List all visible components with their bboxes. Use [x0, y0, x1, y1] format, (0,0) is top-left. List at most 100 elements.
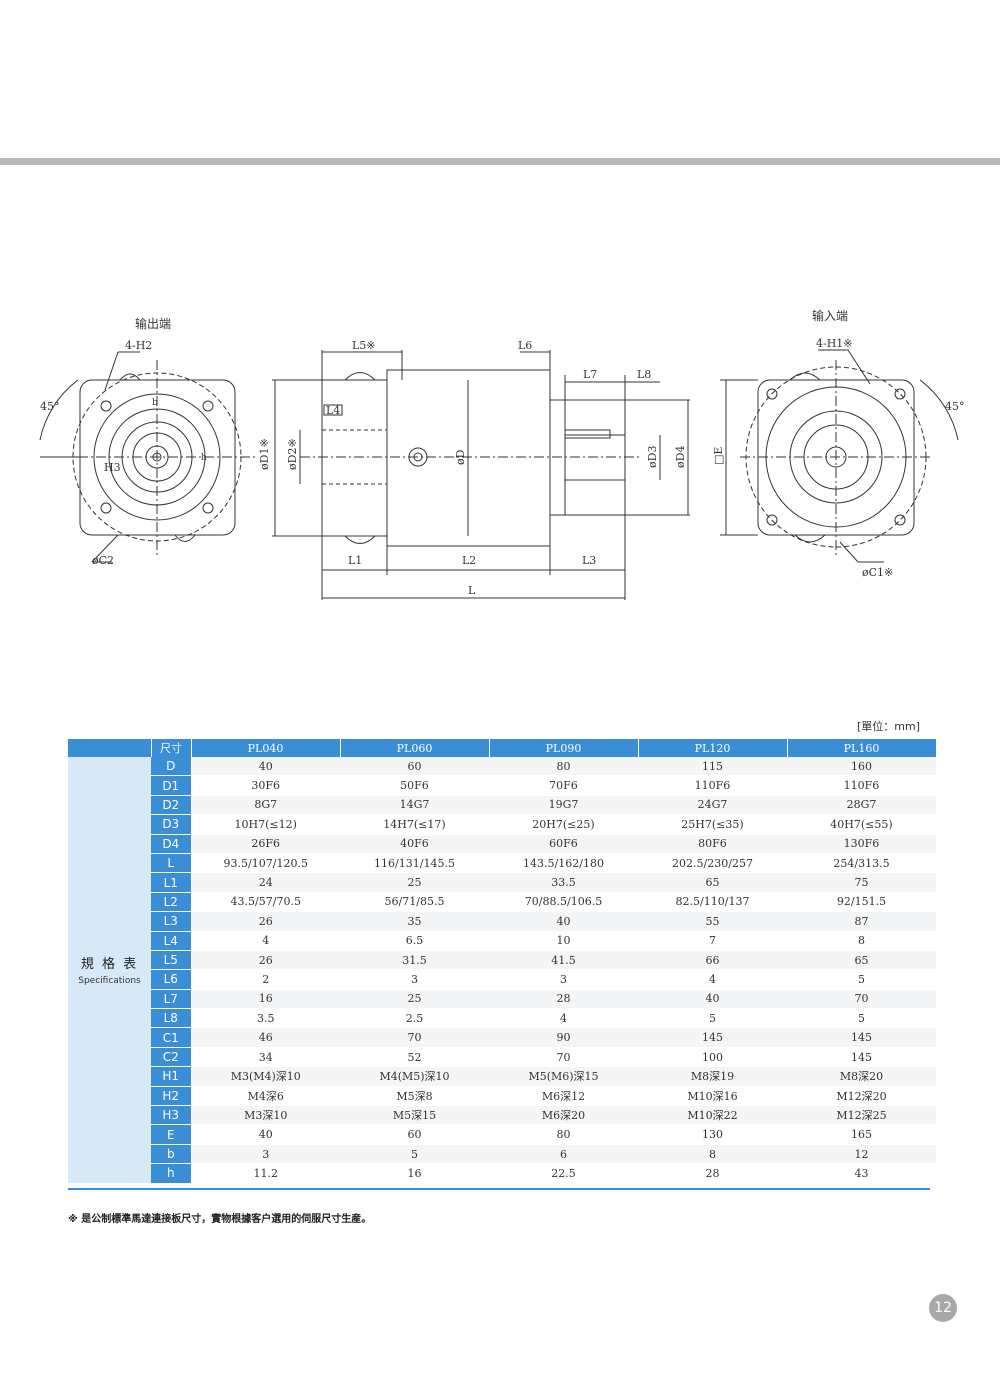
value-cell: 34: [191, 1047, 340, 1068]
l2-label: L2: [462, 554, 476, 567]
value-cell: 82.5/110/137: [638, 892, 787, 913]
value-cell: 65: [638, 872, 787, 893]
value-cell: 20H7(≤25): [489, 814, 638, 835]
param-cell: L4: [151, 931, 192, 951]
value-cell: M4(M5)深10: [340, 1066, 489, 1087]
header-corner: 尺寸: [151, 739, 192, 757]
value-cell: 100: [638, 1047, 787, 1068]
value-cell: 70F6: [489, 775, 638, 796]
param-cell: L: [151, 853, 192, 874]
h-label: h: [201, 453, 207, 463]
value-cell: 80: [489, 757, 638, 777]
param-cell: L8: [151, 1008, 192, 1029]
page-number: 12: [929, 1294, 957, 1322]
spec-table: 尺寸 PL040 PL060 PL090 PL120 PL160 規 格 表 S…: [68, 739, 937, 1184]
top-divider-bar: [0, 158, 1000, 165]
value-cell: 26: [191, 950, 340, 971]
param-cell: E: [151, 1124, 192, 1145]
value-cell: 40: [191, 757, 340, 777]
value-cell: 93.5/107/120.5: [191, 853, 340, 874]
value-cell: 145: [787, 1027, 936, 1048]
value-cell: 254/313.5: [787, 853, 936, 874]
value-cell: 43.5/57/70.5: [191, 892, 340, 913]
spec-side-label: 規 格 表 Specifications: [68, 757, 151, 1184]
param-cell: L5: [151, 950, 192, 971]
value-cell: M3(M4)深10: [191, 1066, 340, 1087]
value-cell: 40: [638, 989, 787, 1010]
value-cell: 4: [489, 1008, 638, 1029]
param-cell: D1: [151, 775, 192, 796]
header-model: PL120: [638, 739, 788, 757]
value-cell: 28: [638, 1163, 787, 1184]
d4-label: øD4: [674, 446, 687, 468]
param-cell: L7: [151, 989, 192, 1010]
value-cell: 202.5/230/257: [638, 853, 787, 874]
value-cell: 3.5: [191, 1008, 340, 1029]
value-cell: 70: [340, 1027, 489, 1048]
value-cell: 40F6: [340, 834, 489, 854]
value-cell: 5: [638, 1008, 787, 1029]
e-label: □E: [712, 447, 725, 465]
value-cell: 110F6: [787, 775, 936, 796]
h1-label: 4-H1※: [816, 337, 853, 350]
value-cell: 30F6: [191, 775, 340, 796]
param-cell: L2: [151, 892, 192, 913]
value-cell: 46: [191, 1027, 340, 1048]
header-model: PL060: [340, 739, 490, 757]
value-cell: 40: [191, 1124, 340, 1145]
param-cell: L6: [151, 969, 192, 990]
table-header-row: 尺寸 PL040 PL060 PL090 PL120 PL160: [68, 739, 937, 757]
value-cell: M3深10: [191, 1105, 340, 1126]
value-cell: 25H7(≤35): [638, 814, 787, 835]
value-cell: 165: [787, 1124, 936, 1145]
value-cell: 55: [638, 911, 787, 932]
value-cell: 115: [638, 757, 787, 777]
c1-label: øC1※: [862, 566, 893, 579]
value-cell: 92/151.5: [787, 892, 936, 913]
value-cell: 2: [191, 969, 340, 990]
value-cell: 19G7: [489, 795, 638, 816]
value-cell: 65: [787, 950, 936, 971]
value-cell: 75: [787, 872, 936, 893]
param-cell: D2: [151, 795, 192, 816]
value-cell: 70: [787, 989, 936, 1010]
side-title-en: Specifications: [78, 976, 141, 987]
input-end-label: 输入端: [812, 308, 848, 323]
param-cell: D: [151, 757, 192, 777]
param-cell: D3: [151, 814, 192, 835]
value-cell: M5深8: [340, 1086, 489, 1107]
value-cell: M5深15: [340, 1105, 489, 1126]
side-view: [272, 350, 690, 600]
value-cell: 130: [638, 1124, 787, 1145]
param-cell: H2: [151, 1086, 192, 1107]
param-cell: H3: [151, 1105, 192, 1126]
value-cell: 35: [340, 911, 489, 932]
value-cell: 116/131/145.5: [340, 853, 489, 874]
value-cell: 16: [340, 1163, 489, 1184]
side-title-cn: 規 格 表: [80, 957, 139, 973]
unit-note: [單位：mm]: [856, 720, 920, 733]
value-cell: 5: [787, 969, 936, 990]
value-cell: 26F6: [191, 834, 340, 854]
l7-label: L7: [583, 368, 597, 381]
drawing-svg: 输出端 输入端 4-H2 4-H1※ 45° 45° øC2 øC1※ H3 b…: [39, 308, 965, 600]
value-cell: 70/88.5/106.5: [489, 892, 638, 913]
param-cell: L3: [151, 911, 192, 932]
value-cell: 145: [787, 1047, 936, 1068]
param-cell: L1: [151, 872, 192, 893]
d1-label: øD1※: [258, 438, 271, 470]
param-cell: H1: [151, 1066, 192, 1087]
value-cell: 26: [191, 911, 340, 932]
param-cell: D4: [151, 834, 192, 854]
header-model: PL160: [787, 739, 937, 757]
